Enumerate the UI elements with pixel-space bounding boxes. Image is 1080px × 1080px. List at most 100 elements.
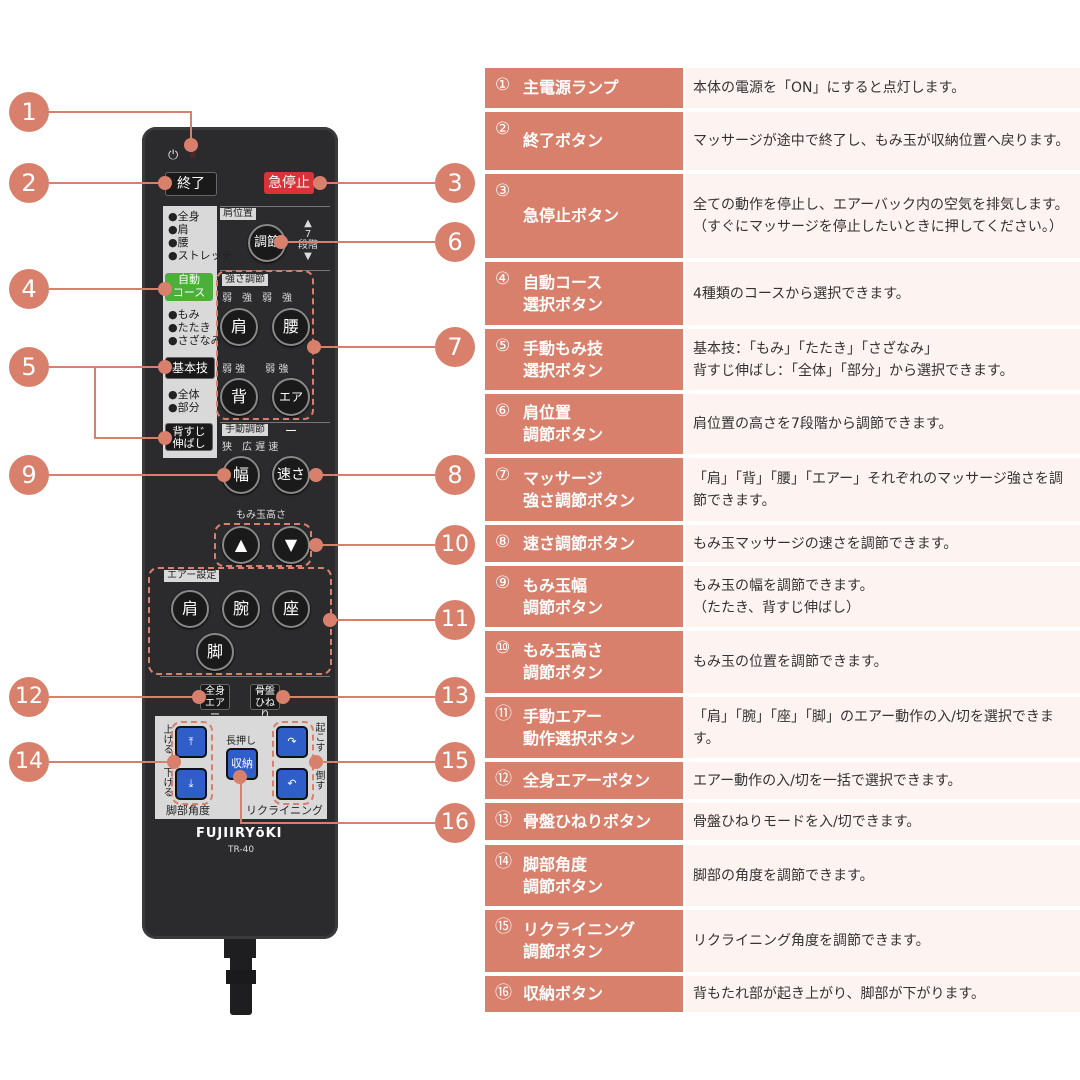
- kotsuban-button[interactable]: 骨盤 ひねり: [250, 684, 280, 721]
- stretch-item: ●部分: [168, 401, 200, 414]
- callout-15: 15: [435, 742, 475, 782]
- row-title: 急停止ボタン: [523, 206, 620, 225]
- air-kata-button[interactable]: 肩: [171, 590, 209, 628]
- air-strength-button[interactable]: エアー: [272, 378, 310, 438]
- row-number: ①: [495, 75, 511, 95]
- row-title: 肩位置 調節ボタン: [523, 403, 604, 444]
- leader-line: [316, 761, 435, 763]
- leader-line: [280, 241, 435, 243]
- leader-dot: [309, 755, 323, 769]
- leader-line: [316, 474, 435, 476]
- row-title: 手動もみ技 選択ボタン: [523, 338, 604, 380]
- leader-dot: [276, 690, 290, 704]
- steps-label: 7 段階: [298, 229, 318, 251]
- momi-height-label: もみ玉高さ: [236, 510, 286, 521]
- row-title: 主電源ランプ: [523, 78, 619, 97]
- row-title: もみ玉幅 調節ボタン: [523, 575, 604, 617]
- air-kyaku-button[interactable]: 脚: [196, 633, 234, 671]
- row-description: 全ての動作を停止し、エアーバック内の空気を排気します。（すぐにマッサージを停止し…: [685, 174, 1080, 258]
- row-description: 4種類のコースから選択できます。: [685, 262, 1080, 325]
- basic-tech-button[interactable]: 基本技: [165, 357, 215, 379]
- leader-dot: [158, 176, 172, 190]
- row-description: もみ玉の位置を調節できます。: [685, 631, 1080, 693]
- row-title: マッサージ 強さ調節ボタン: [523, 468, 636, 510]
- row-title: リクライニング 調節ボタン: [523, 920, 636, 961]
- row-label: ⑤ 手動もみ技 選択ボタン: [485, 329, 683, 390]
- callout-13: 13: [435, 677, 475, 717]
- callout-3: 3: [435, 163, 475, 203]
- leader-line: [282, 696, 435, 698]
- back-stretch-button[interactable]: 背すじ 伸ばし: [165, 423, 213, 451]
- row-description: 脚部の角度を調節できます。: [685, 845, 1080, 906]
- lower-label: 下げる: [161, 767, 172, 797]
- leg-lower-button[interactable]: ⤓: [175, 768, 207, 800]
- cord: [230, 955, 252, 1015]
- leader-line: [49, 761, 174, 763]
- se-strength-button[interactable]: 背: [220, 378, 258, 416]
- end-button[interactable]: 終了: [165, 172, 217, 196]
- row-number: ⑪: [495, 704, 512, 724]
- speed-button[interactable]: 速さ: [272, 456, 310, 494]
- leader-line: [49, 474, 224, 476]
- leader-line: [316, 544, 435, 546]
- air-za-button[interactable]: 座: [272, 590, 310, 628]
- row-description: もみ玉マッサージの速さを調節できます。: [685, 525, 1080, 562]
- callout-14: 14: [9, 742, 49, 782]
- tech-item: ●たたき: [168, 321, 211, 334]
- auto-course-button[interactable]: 自動 コース: [165, 273, 213, 301]
- table-row: ① 主電源ランプ 本体の電源を「ON」にすると点灯します。: [485, 68, 1080, 108]
- shoulder-steps: ▲7 段階▼: [298, 218, 318, 262]
- recline-label: リクライニング: [246, 804, 323, 817]
- row-label: ⑨ もみ玉幅 調節ボタン: [485, 566, 683, 627]
- leader-line: [190, 111, 192, 143]
- long-press-label: 長押し: [226, 736, 256, 747]
- leader-dot: [158, 431, 172, 445]
- leader-line: [94, 366, 96, 438]
- row-number: ⑩: [495, 638, 511, 658]
- leader-dot: [217, 468, 231, 482]
- row-number: ⑨: [495, 573, 511, 593]
- row-number: ⑤: [495, 336, 511, 356]
- row-title: もみ玉高さ 調節ボタン: [523, 641, 604, 682]
- model-label: TR-40: [228, 845, 255, 855]
- recline-up-button[interactable]: ↷: [276, 726, 308, 758]
- manual-scale: 狭 広 遅 速: [222, 442, 279, 453]
- strength-label: 強さ調節: [222, 274, 268, 286]
- row-number: ⑫: [495, 769, 512, 789]
- row-label: ⑥ 肩位置 調節ボタン: [485, 394, 683, 454]
- air-ude-button[interactable]: 腕: [222, 590, 260, 628]
- leader-dot: [307, 340, 321, 354]
- callout-7: 7: [435, 327, 475, 367]
- row-description: 骨盤ひねりモードを入/切できます。: [685, 803, 1080, 840]
- callout-4: 4: [9, 269, 49, 309]
- emergency-stop-button[interactable]: 急停止: [264, 172, 314, 194]
- leg-raise-button[interactable]: ⤒: [175, 726, 207, 758]
- callout-9: 9: [9, 455, 49, 495]
- leader-dot: [323, 613, 337, 627]
- koshi-strength-button[interactable]: 腰: [272, 308, 310, 346]
- callout-16: 16: [435, 803, 475, 843]
- row-number: ②: [495, 119, 511, 139]
- leader-dot: [309, 538, 323, 552]
- recline-down-button[interactable]: ↶: [276, 768, 308, 800]
- power-icon: ⏻: [168, 148, 179, 163]
- leg-raise-icon: ⤒: [188, 735, 194, 748]
- leader-line: [49, 288, 165, 290]
- kata-strength-button[interactable]: 肩: [220, 308, 258, 346]
- row-number: ⑥: [495, 401, 511, 421]
- leader-dot: [313, 176, 327, 190]
- leader-dot: [309, 468, 323, 482]
- callout-6: 6: [435, 222, 475, 262]
- row-title: 自動コース 選択ボタン: [523, 272, 604, 314]
- callout-5: 5: [9, 347, 49, 387]
- height-up-button[interactable]: ▲: [222, 526, 260, 564]
- row-description: 本体の電源を「ON」にすると点灯します。: [685, 68, 1080, 108]
